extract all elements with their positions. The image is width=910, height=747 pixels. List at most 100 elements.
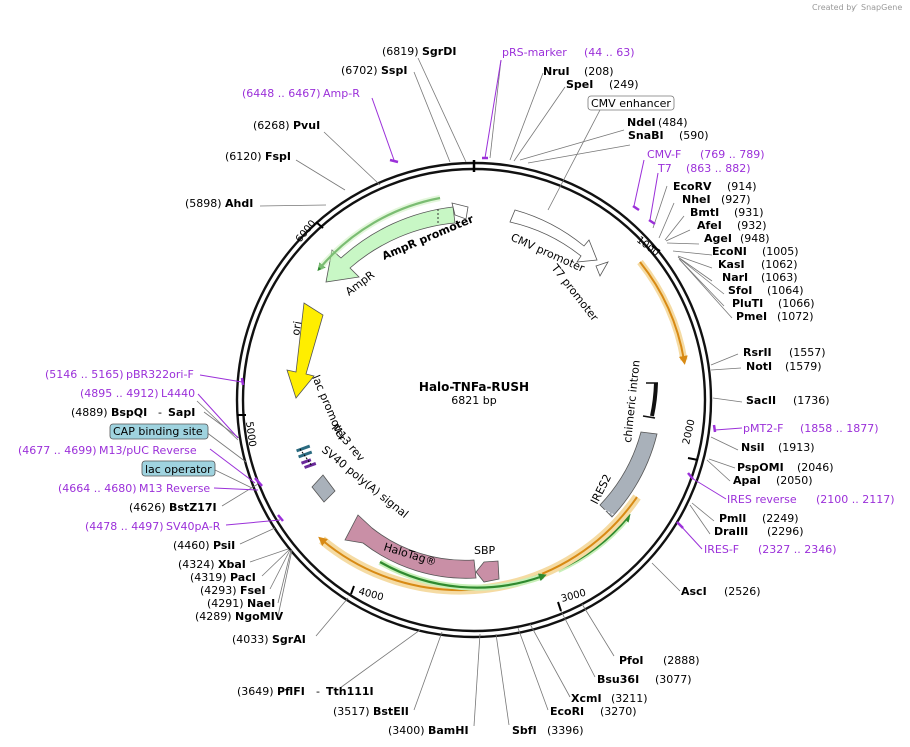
site-fsei: FseI (240, 584, 266, 597)
svg-text:(4895 .. 4912): (4895 .. 4912) (80, 387, 159, 400)
svg-text:(249): (249) (609, 78, 639, 91)
site-pluti: PluTI (732, 297, 763, 310)
site-rsrii: RsrII (743, 346, 772, 359)
svg-text:(2526): (2526) (724, 585, 761, 598)
svg-text:(44 .. 63): (44 .. 63) (584, 46, 635, 59)
tick-5000: 5000 (243, 421, 257, 448)
svg-text:(4324): (4324) (178, 558, 215, 571)
t7-promoter-arrow[interactable] (595, 261, 609, 277)
site-xbai: XbaI (218, 558, 246, 571)
svg-text:(1072): (1072) (777, 310, 814, 323)
site-econi: EcoNI (712, 245, 747, 258)
svg-text:(932): (932) (737, 219, 767, 232)
svg-text:(3517): (3517) (333, 705, 370, 718)
box-cap-binding-site[interactable]: CAP binding site (109, 423, 209, 440)
svg-text:(4291): (4291) (207, 597, 244, 610)
box-cmv-enhancer[interactable]: CMV enhancer (587, 95, 675, 111)
snapgene-logo-icon: ⟋ (852, 3, 858, 12)
svg-text:(4293): (4293) (200, 584, 237, 597)
svg-text:(2327 .. 2346): (2327 .. 2346) (758, 543, 837, 556)
svg-text:(2100 .. 2117): (2100 .. 2117) (816, 493, 895, 506)
site-bmti: BmtI (690, 206, 719, 219)
snapgene-credit: Created by ⟋ SnapGene (812, 3, 902, 12)
tick-2000: 2000 (681, 418, 697, 445)
primer-cmv-f: CMV-F (647, 148, 681, 161)
site-nsii: NsiI (741, 441, 765, 454)
svg-text:-: - (316, 685, 320, 698)
site-nari: NarI (722, 271, 748, 284)
cmv-promoter-arrow[interactable] (509, 209, 598, 263)
primer-amp-r: Amp-R (323, 87, 360, 100)
leader-lines (196, 57, 743, 727)
ampr-promoter-arrow[interactable] (451, 202, 469, 220)
svg-text:(948): (948) (740, 232, 770, 245)
svg-text:(1579): (1579) (785, 360, 822, 373)
svg-text:(6268): (6268) (253, 119, 290, 132)
svg-text:(931): (931) (734, 206, 764, 219)
site-kasi: KasI (718, 258, 745, 271)
site-tth111i: Tth111I (326, 685, 374, 698)
svg-text:(4626): (4626) (129, 501, 166, 514)
primer-ires-reverse: IRES reverse (727, 493, 797, 506)
cmv-orf-arc (639, 261, 688, 365)
primer-sv40pa-r: SV40pA-R (166, 520, 221, 533)
svg-text:(1066): (1066) (778, 297, 815, 310)
ampr-orf-halo (317, 195, 441, 270)
svg-text:(3270): (3270) (600, 705, 637, 718)
svg-text:(4289): (4289) (195, 610, 232, 623)
svg-text:(2249): (2249) (762, 512, 799, 525)
site-pspomi: PspOMI (737, 461, 784, 474)
svg-text:(6120): (6120) (225, 150, 262, 163)
svg-text:(769 .. 789): (769 .. 789) (700, 148, 765, 161)
svg-text:(1063): (1063) (761, 271, 798, 284)
svg-text:(1557): (1557) (789, 346, 826, 359)
svg-text:(5146 .. 5165): (5146 .. 5165) (45, 368, 124, 381)
site-sfoi: SfoI (728, 284, 752, 297)
site-ndei: NdeI (627, 116, 656, 129)
box-lac-operator[interactable]: lac operator (141, 460, 216, 477)
svg-text:CMV enhancer: CMV enhancer (591, 97, 671, 110)
site-sacii: SacII (746, 394, 776, 407)
site-agei: AgeI (704, 232, 732, 245)
svg-text:(914): (914) (727, 180, 757, 193)
site-afei: AfeI (697, 219, 722, 232)
svg-text:(1062): (1062) (761, 258, 798, 271)
site-pmei: PmeI (736, 310, 767, 323)
svg-text:(3396): (3396) (547, 724, 584, 737)
feature-label-sbp: SBP (474, 544, 496, 557)
site-pflfi: PflFI (277, 685, 305, 698)
sv40-polya-box[interactable] (311, 474, 336, 503)
chimeric-intron-bar[interactable] (650, 382, 658, 417)
site-bspqi: BspQI (111, 406, 147, 419)
ampr-arrow[interactable] (325, 206, 456, 283)
svg-text:(6702): (6702) (341, 64, 378, 77)
site-ngomiv: NgoMIV (235, 610, 284, 623)
svg-text:CAP binding site: CAP binding site (113, 425, 203, 438)
site-nhei: NheI (682, 193, 711, 206)
site-psii: PsiI (213, 539, 235, 552)
svg-text:-: - (158, 406, 162, 419)
plasmid-name: Halo-TNFa-RUSH (419, 380, 529, 394)
svg-text:(4033): (4033) (232, 633, 269, 646)
site-naei: NaeI (247, 597, 275, 610)
halotag-arrow[interactable] (344, 514, 477, 579)
svg-text:SnapGene: SnapGene (861, 3, 902, 12)
ires2-box[interactable] (599, 431, 658, 518)
site-nrui: NruI (543, 65, 570, 78)
sbp-arrow[interactable] (475, 560, 500, 583)
site-bsteii: BstEII (373, 705, 409, 718)
svg-text:(3077): (3077) (655, 673, 692, 686)
site-sspi: SspI (381, 64, 407, 77)
svg-text:(590): (590) (679, 129, 709, 142)
svg-text:(5898): (5898) (185, 197, 222, 210)
site-paci: PacI (230, 571, 256, 584)
svg-text:(1736): (1736) (793, 394, 830, 407)
ori-arrow[interactable] (286, 302, 324, 399)
svg-text:(2050): (2050) (776, 474, 813, 487)
site-bamhi: BamHI (428, 724, 469, 737)
site-pvui: PvuI (293, 119, 320, 132)
svg-text:(4478 .. 4497): (4478 .. 4497) (85, 520, 164, 533)
site-sgrai: SgrAI (272, 633, 306, 646)
svg-text:(6819): (6819) (382, 45, 419, 58)
